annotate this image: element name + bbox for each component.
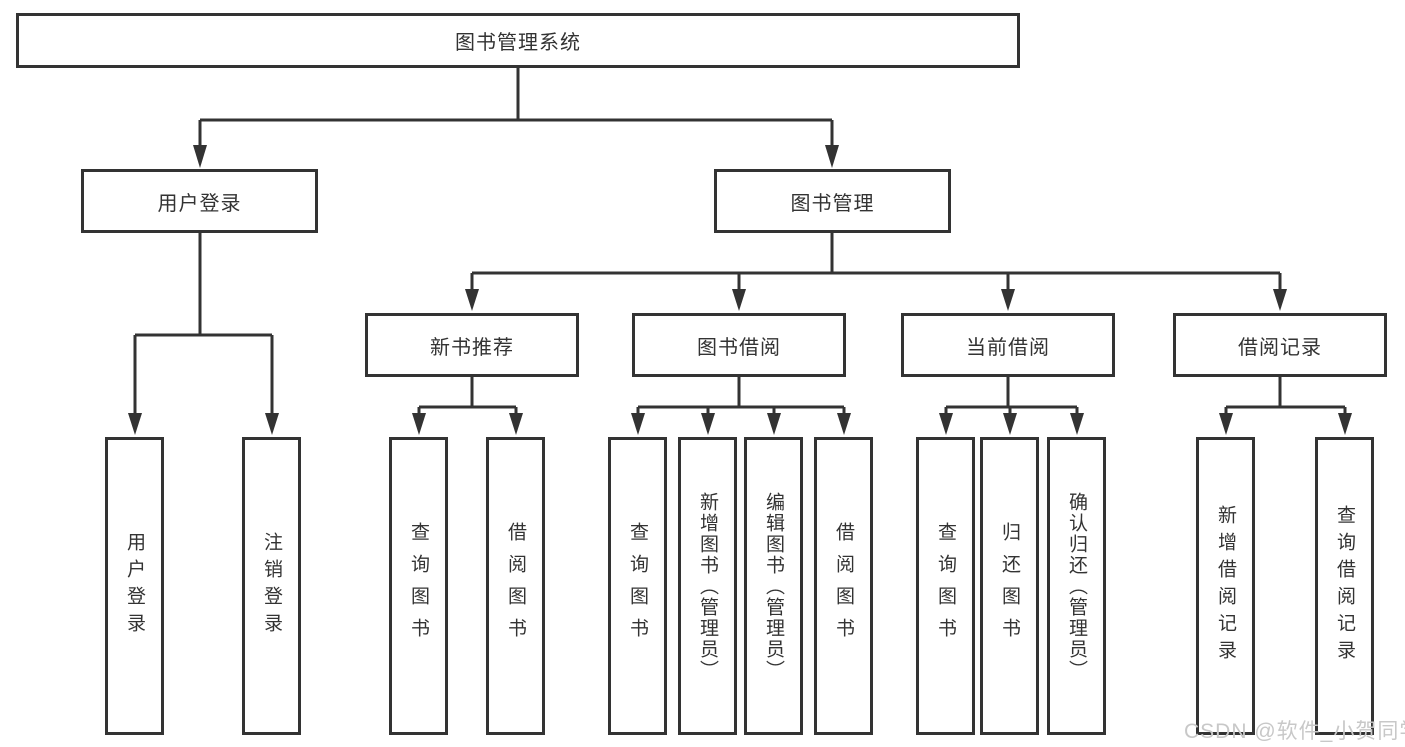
leaf-edit-book-admin: 编辑图书（管理员） <box>744 437 803 735</box>
node-user-login: 用户登录 <box>81 169 318 233</box>
leaf-query-books-current: 查询图书 <box>916 437 975 735</box>
node-book-borrowing: 图书借阅 <box>632 313 846 377</box>
leaf-logout: 注销登录 <box>242 437 301 735</box>
leaf-confirm-return-admin: 确认归还（管理员） <box>1047 437 1106 735</box>
watermark: CSDN @软件_小贺同学 <box>1184 720 1405 743</box>
leaf-add-borrow-record: 新增借阅记录 <box>1196 437 1255 735</box>
leaf-return-book: 归还图书 <box>980 437 1039 735</box>
leaf-borrow-books-recommend: 借阅图书 <box>486 437 545 735</box>
leaf-user-login: 用户登录 <box>105 437 164 735</box>
leaf-query-borrow-record: 查询借阅记录 <box>1315 437 1374 735</box>
node-new-book-recommendation: 新书推荐 <box>365 313 579 377</box>
leaf-query-books-recommend: 查询图书 <box>389 437 448 735</box>
arrowheads <box>128 145 1352 435</box>
leaf-add-book-admin: 新增图书（管理员） <box>678 437 737 735</box>
node-current-borrowing: 当前借阅 <box>901 313 1115 377</box>
leaf-borrow-books-borrowing: 借阅图书 <box>814 437 873 735</box>
node-library-management-system: 图书管理系统 <box>16 13 1020 68</box>
node-book-management: 图书管理 <box>714 169 951 233</box>
node-borrowing-records: 借阅记录 <box>1173 313 1387 377</box>
leaf-query-books-borrowing: 查询图书 <box>608 437 667 735</box>
